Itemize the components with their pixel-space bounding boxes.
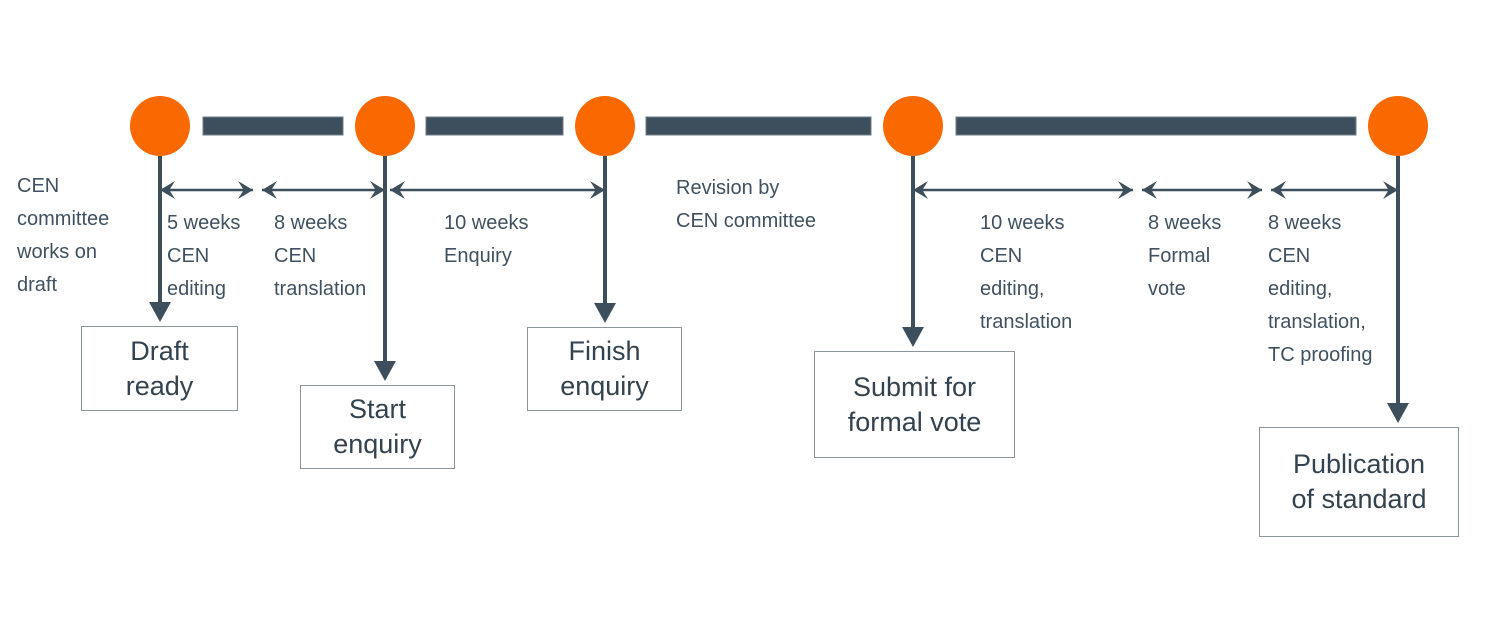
- drop-submit-formal-vote: [902, 156, 924, 347]
- drop-arrows-group: [149, 156, 1409, 423]
- publication-node[interactable]: [1368, 96, 1428, 156]
- measure-enquiry: [390, 181, 605, 199]
- milestone-finish-enquiry[interactable]: Finish enquiry: [527, 327, 682, 411]
- finish-enquiry-node[interactable]: [575, 96, 635, 156]
- note-8-weeks-cen-translation: 8 weeks CEN translation: [274, 212, 367, 300]
- track-segment-3: [645, 116, 872, 136]
- track-segment-2: [425, 116, 564, 136]
- drop-finish-enquiry: [594, 156, 616, 323]
- measure-cen-editing-translation: [913, 181, 1133, 199]
- measure-arrows-group: [160, 181, 1398, 199]
- timeline-track-group: [202, 116, 1357, 136]
- drop-draft-ready: [149, 156, 171, 322]
- milestone-start-enquiry-label: Start enquiry: [333, 394, 422, 459]
- milestone-draft-ready-label: Draft ready: [125, 335, 194, 401]
- submit-formal-vote-node[interactable]: [883, 96, 943, 156]
- milestone-publication-of-standard[interactable]: Publication of standard: [1259, 427, 1459, 537]
- measure-cen-editing: [160, 181, 253, 199]
- draft-ready-node[interactable]: [130, 96, 190, 156]
- measure-cen-translation: [262, 181, 385, 199]
- note-8-weeks-formal-vote: 8 weeks Formal vote: [1148, 212, 1222, 300]
- measure-formal-vote: [1142, 181, 1262, 199]
- measure-cen-editing-translation-proofing: [1271, 181, 1398, 199]
- note-cen-committee-works-on-draft: CEN committee works on draft: [17, 175, 110, 296]
- timeline-nodes-group: [130, 96, 1428, 156]
- milestone-submit-for-formal-vote[interactable]: Submit for formal vote: [814, 351, 1015, 458]
- note-revision-by-cen-committee: Revision by CEN committee: [676, 177, 817, 232]
- milestone-submit-for-formal-vote-label: Submit for formal vote: [847, 371, 982, 437]
- milestone-draft-ready[interactable]: Draft ready: [81, 326, 238, 411]
- note-5-weeks-cen-editing: 5 weeks CEN editing: [167, 212, 241, 300]
- track-segment-4: [955, 116, 1357, 136]
- start-enquiry-node[interactable]: [355, 96, 415, 156]
- drop-publication: [1387, 156, 1409, 423]
- note-8-weeks-cen-editing-translation-tc-proofing: 8 weeks CEN editing, translation, TC pro…: [1268, 212, 1373, 366]
- drop-start-enquiry: [374, 156, 396, 381]
- note-10-weeks-cen-editing-translation: 10 weeks CEN editing, translation: [980, 212, 1073, 333]
- milestone-finish-enquiry-label: Finish enquiry: [560, 336, 649, 401]
- milestone-publication-of-standard-label: Publication of standard: [1291, 449, 1427, 514]
- milestone-start-enquiry[interactable]: Start enquiry: [300, 385, 455, 469]
- track-segment-1: [202, 116, 344, 136]
- note-10-weeks-enquiry: 10 weeks Enquiry: [444, 212, 529, 267]
